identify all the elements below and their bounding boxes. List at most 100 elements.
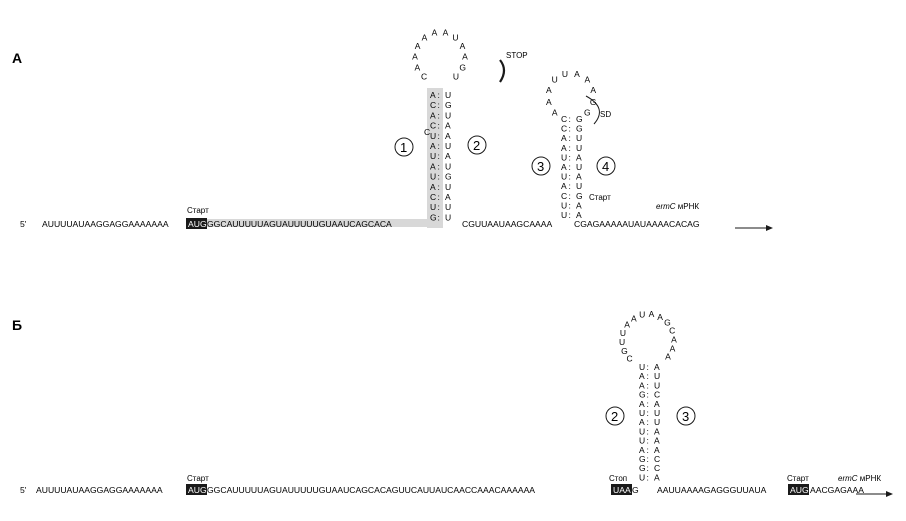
base-pair-colon: : bbox=[647, 454, 649, 464]
stem-left-nt: U bbox=[639, 426, 645, 436]
stem-right-nt: A bbox=[445, 151, 451, 161]
stem-left-nt: C bbox=[430, 192, 436, 202]
stem-right-nt: G bbox=[576, 124, 583, 134]
circle-b-2 bbox=[605, 406, 625, 426]
stem-right-nt: C bbox=[654, 390, 660, 400]
stem-left-nt: C bbox=[430, 100, 436, 110]
stem-right-nt: A bbox=[654, 362, 660, 372]
stem-left-nt: A bbox=[561, 181, 567, 191]
circle-3 bbox=[531, 156, 551, 176]
start-codon-b: AUG bbox=[188, 485, 207, 495]
direction-arrow-head bbox=[766, 225, 773, 231]
loop-nt: C bbox=[421, 71, 427, 81]
stem-right-nt: A bbox=[576, 210, 582, 220]
stem-left-nt: A bbox=[561, 162, 567, 172]
sequence-after-start-b: GGCAUUUUUAGUAUUUUUGUAAUCAGCACAGUUCAUUAUC… bbox=[207, 485, 535, 495]
sequence-before-start-b: AUUUUAUAAGGAGGAAAAAAA bbox=[36, 485, 163, 495]
base-pair-colon: : bbox=[569, 200, 571, 210]
stem-left-nt: U bbox=[561, 172, 567, 182]
bulge-nt: C bbox=[424, 127, 430, 137]
stem-left-nt: A bbox=[561, 133, 567, 143]
sd-bracket bbox=[585, 95, 600, 125]
sequence-mid: CGUUAAUAAGCAAAA bbox=[462, 219, 553, 229]
loop-nt: A bbox=[665, 352, 671, 362]
base-pair-colon: : bbox=[569, 162, 571, 172]
base-pair-colon: : bbox=[438, 141, 440, 151]
sd-label: SD bbox=[600, 110, 611, 119]
stem-right-nt: U bbox=[654, 380, 660, 390]
stem-right-nt: U bbox=[445, 161, 451, 171]
base-pair-colon: : bbox=[647, 426, 649, 436]
stop-label: STOP bbox=[506, 51, 528, 60]
loop-nt: A bbox=[590, 85, 596, 95]
stem-left-nt: A bbox=[639, 417, 645, 427]
hairpin2-start-label: Старт bbox=[589, 193, 611, 202]
start-codon-box-b bbox=[186, 484, 207, 495]
sequence-after-start: GGCAUUUUUAGUAUUUUUGUAAUCAGCACA bbox=[207, 219, 392, 229]
loop-nt: U bbox=[453, 71, 459, 81]
stem-right-nt: A bbox=[654, 472, 660, 482]
loop-nt: G bbox=[584, 107, 591, 117]
stem-right-nt: A bbox=[654, 436, 660, 446]
start-label2-b: Старт bbox=[787, 474, 809, 483]
stem-right-nt: A bbox=[445, 131, 451, 141]
shaded-sequence-region bbox=[203, 219, 436, 227]
loop-nt: A bbox=[552, 107, 558, 117]
stem-left-nt: A bbox=[430, 90, 436, 100]
stem-right-nt: U bbox=[654, 408, 660, 418]
stem-left-nt: U bbox=[639, 408, 645, 418]
loop-nt: U bbox=[619, 337, 625, 347]
loop-nt: U bbox=[639, 310, 645, 320]
mrna-gene-b: ermC bbox=[838, 474, 858, 483]
region-circles-a: 1 2 3 4 bbox=[394, 135, 616, 176]
stop-bracket bbox=[499, 59, 506, 83]
base-pair-colon: : bbox=[647, 408, 649, 418]
stem-right-nt: U bbox=[445, 141, 451, 151]
base-pair-colon: : bbox=[438, 202, 440, 212]
start-codon: AUG bbox=[188, 219, 207, 229]
mrna-suffix-b: мРНК bbox=[858, 474, 882, 483]
base-pair-colon: : bbox=[569, 143, 571, 153]
base-pair-colon: : bbox=[438, 161, 440, 171]
stem-right-nt: U bbox=[445, 202, 451, 212]
loop-nt: A bbox=[422, 32, 428, 42]
stem-right-nt: U bbox=[576, 162, 582, 172]
loop-nt: A bbox=[649, 309, 655, 319]
base-pair-colon: : bbox=[438, 121, 440, 131]
stem-left-nt: G bbox=[430, 212, 437, 222]
mrna-label-b: ermC мРНК bbox=[838, 474, 881, 483]
stem-left-nt: A bbox=[639, 399, 645, 409]
stem-left-nt: C bbox=[561, 114, 567, 124]
start-codon2-b: AUG bbox=[790, 485, 809, 495]
loop-nt: A bbox=[670, 344, 676, 354]
circle-1-label: 1 bbox=[400, 140, 407, 155]
stem-left-nt: A bbox=[430, 141, 436, 151]
base-pair-colon: : bbox=[647, 463, 649, 473]
loop-nt: A bbox=[414, 63, 420, 73]
circle-b-3-label: 3 bbox=[682, 409, 689, 424]
loop-nt: A bbox=[460, 41, 466, 51]
loop-nt: A bbox=[432, 28, 438, 38]
region-circles-b: 2 3 bbox=[605, 406, 696, 426]
loop-nt: A bbox=[546, 97, 552, 107]
stem-right-nt: U bbox=[576, 143, 582, 153]
stem-left-nt: A bbox=[561, 143, 567, 153]
loop-nt: A bbox=[443, 28, 449, 38]
loop-nt: A bbox=[546, 85, 552, 95]
stem-right-nt: G bbox=[576, 114, 583, 124]
base-pair-colon: : bbox=[438, 90, 440, 100]
loop-nt: U bbox=[620, 328, 626, 338]
base-pair-colon: : bbox=[647, 390, 649, 400]
start-codon-box bbox=[186, 218, 207, 229]
stem-right-nt: U bbox=[654, 371, 660, 381]
stem-left-nt: A bbox=[639, 380, 645, 390]
start-codon2-box-b bbox=[788, 484, 809, 495]
stem-right-nt: U bbox=[445, 182, 451, 192]
loop-nt: A bbox=[671, 335, 677, 345]
loop-nt: A bbox=[415, 41, 421, 51]
base-pair-colon: : bbox=[569, 181, 571, 191]
base-pair-colon: : bbox=[569, 114, 571, 124]
stop-codon-box-b bbox=[611, 484, 632, 495]
sequence-after-hairpin-b: AAUUAAAAGAGGGUUAUA bbox=[657, 485, 767, 495]
loop-nt: U bbox=[552, 75, 558, 85]
